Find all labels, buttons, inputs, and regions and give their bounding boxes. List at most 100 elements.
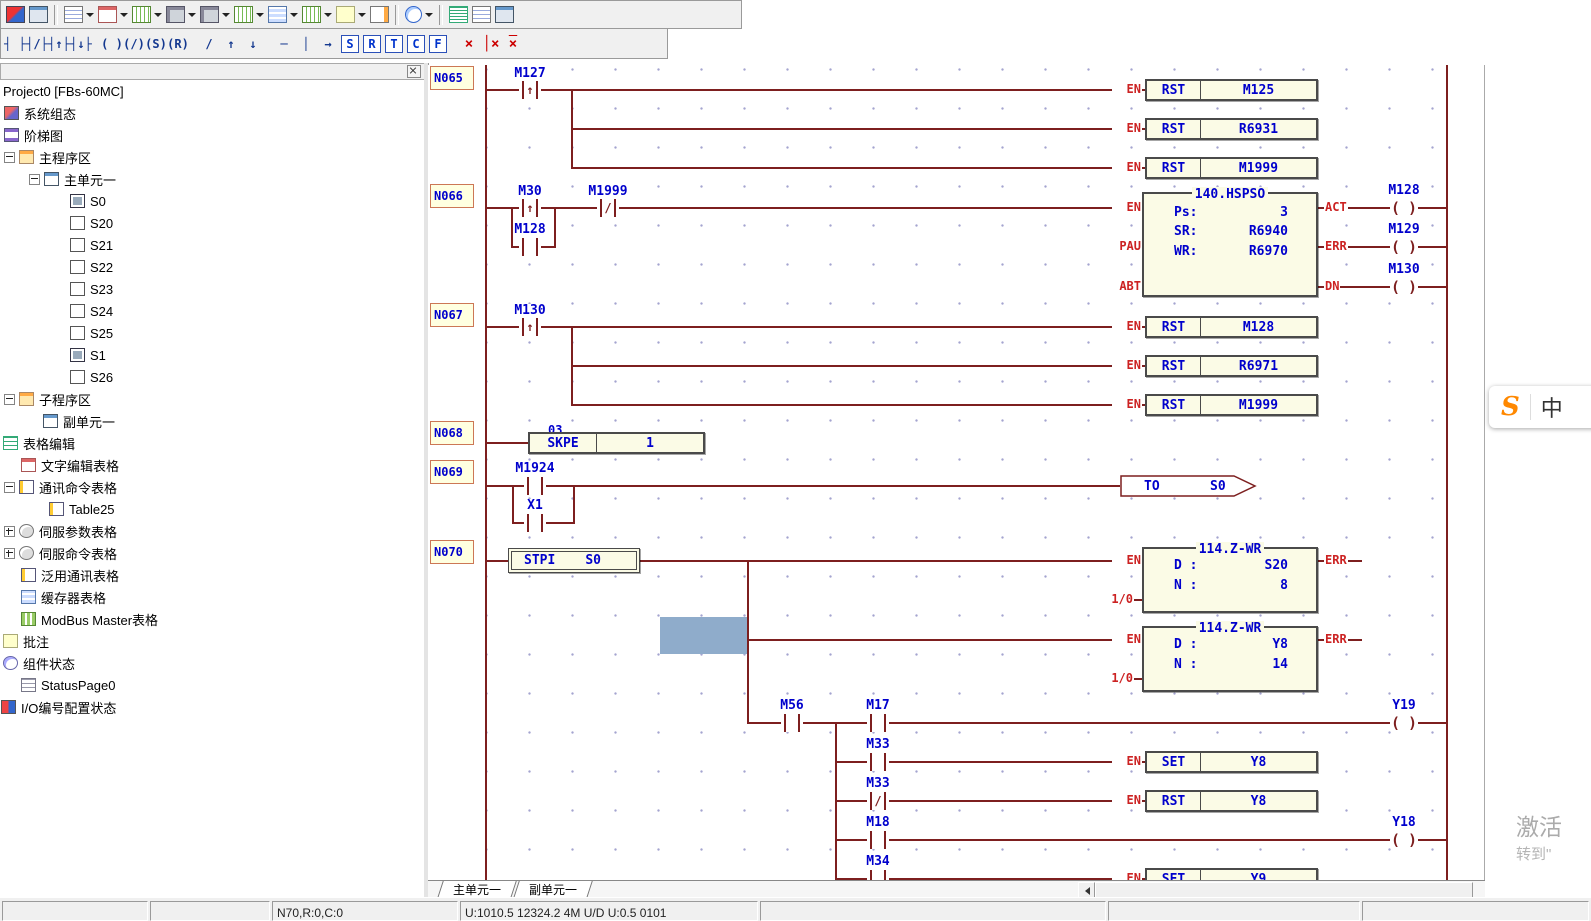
tool-delete-element[interactable]: × — [458, 32, 480, 55]
function-block-rst-m125[interactable]: RSTM125 — [1145, 79, 1318, 101]
dropdown-arrow-icon[interactable] — [425, 13, 433, 21]
tool-contact-rising[interactable]: ┤↑├ — [48, 32, 70, 55]
dropdown-arrow-icon[interactable] — [256, 13, 264, 21]
tree-item-modbus-master-table[interactable]: ModBus Master表格 — [0, 608, 424, 630]
function-block-rst-y8[interactable]: RSTY8 — [1145, 790, 1318, 812]
tree-item-s26[interactable]: S26 — [0, 366, 424, 388]
component-search-button[interactable] — [403, 4, 435, 26]
tree-item-table25[interactable]: Table25 — [0, 498, 424, 520]
tool-line-falling[interactable]: ↓ — [242, 32, 264, 55]
function-block-set-y9-partial[interactable]: SETY9 — [1145, 868, 1318, 880]
tool-vertical-line[interactable]: │ — [295, 32, 317, 55]
text-edit-table-button[interactable] — [96, 4, 130, 26]
collapse-icon[interactable] — [4, 482, 15, 493]
function-block-skpe[interactable]: SKPE 1 — [528, 432, 705, 454]
tree-item-comm-command-table[interactable]: 通讯命令表格 — [0, 476, 424, 498]
tree-item-ladder-diagram[interactable]: 阶梯图 — [0, 124, 424, 146]
collapse-icon[interactable] — [4, 152, 15, 163]
contact-x1[interactable] — [524, 514, 546, 532]
tool-line-invert[interactable]: / — [198, 32, 220, 55]
tree-item-component-status[interactable]: 组件状态 — [0, 652, 424, 674]
tree-item-sub-unit-1[interactable]: 副单元一 — [0, 410, 424, 432]
tree-item-sub-program-area[interactable]: 子程序区 — [0, 388, 424, 410]
ime-mode-chinese[interactable]: 中 — [1541, 391, 1563, 423]
tree-item-s0[interactable]: S0 — [0, 190, 424, 212]
contact-m128[interactable] — [519, 238, 541, 256]
function-block-hspso[interactable]: 140.HSPSO Ps:3 SR:R6940 WR:R6970 — [1142, 192, 1318, 297]
tool-contact-open[interactable]: ┤ ├ — [4, 32, 26, 55]
function-block-rst-r6971[interactable]: RSTR6971 — [1145, 355, 1318, 377]
dropdown-arrow-icon[interactable] — [222, 13, 230, 21]
network-n068[interactable]: N068 — [430, 421, 474, 445]
tree-item-general-comm-table[interactable]: 泛用通讯表格 — [0, 564, 424, 586]
screen-button[interactable] — [368, 4, 391, 26]
general-comm-table-button[interactable] — [232, 4, 266, 26]
dropdown-arrow-icon[interactable] — [358, 13, 366, 21]
tool-coil-reset[interactable]: (R) — [167, 32, 189, 55]
tree-item-main-unit-1[interactable]: 主单元一 — [0, 168, 424, 190]
tree-item-s21[interactable]: S21 — [0, 234, 424, 256]
tab-main-unit-1[interactable]: 主单元一 — [437, 881, 517, 898]
ladder-editor[interactable]: N065 N066 N067 N068 N069 N070 — [428, 65, 1485, 880]
tool-delete-horizontal-line[interactable]: × — [502, 32, 524, 55]
ime-indicator[interactable]: S 中 — [1489, 386, 1591, 428]
network-n066[interactable]: N066 — [430, 184, 474, 208]
tree-item-register-table[interactable]: 缓存器表格 — [0, 586, 424, 608]
function-block-rst-m1999[interactable]: RSTM1999 — [1145, 157, 1318, 179]
table-edit-button[interactable] — [447, 4, 470, 26]
function-block-zwr-2[interactable]: 114.Z-WR D :Y8 N :14 — [1142, 626, 1318, 692]
tree-item-s22[interactable]: S22 — [0, 256, 424, 278]
tree-item-s24[interactable]: S24 — [0, 300, 424, 322]
tree-item-project0[interactable]: Project0 [FBs-60MC] — [0, 80, 424, 102]
tree-item-s1[interactable]: S1 — [0, 344, 424, 366]
contact-m33-nc[interactable]: / — [867, 792, 889, 810]
expand-icon[interactable] — [4, 548, 15, 559]
project-convert-icon[interactable] — [4, 4, 27, 26]
tool-step-element[interactable]: S — [341, 35, 359, 53]
tree-item-io-config-status[interactable]: I/O编号配置状态 — [0, 696, 424, 718]
tool-arrow-right[interactable]: → — [317, 32, 339, 55]
dropdown-arrow-icon[interactable] — [290, 13, 298, 21]
tool-delete-vertical-line[interactable]: │× — [480, 32, 502, 55]
contact-m56[interactable] — [781, 714, 803, 732]
contact-m127[interactable]: ↑ — [519, 81, 541, 99]
coil-m130[interactable] — [1391, 278, 1417, 296]
collapse-icon[interactable] — [29, 174, 40, 185]
contact-m17[interactable] — [867, 714, 889, 732]
status-page-button[interactable] — [62, 4, 96, 26]
dropdown-arrow-icon[interactable] — [86, 13, 94, 21]
dropdown-arrow-icon[interactable] — [324, 13, 332, 21]
function-block-rst-m1999-2[interactable]: RSTM1999 — [1145, 394, 1318, 416]
function-block-rst-r6931[interactable]: RSTR6931 — [1145, 118, 1318, 140]
contact-m30[interactable]: ↑ — [519, 199, 541, 217]
tool-contact-closed[interactable]: ┤/├ — [26, 32, 48, 55]
servo-command-table-button[interactable] — [198, 4, 232, 26]
contact-m1924[interactable] — [524, 477, 546, 495]
tree-item-s23[interactable]: S23 — [0, 278, 424, 300]
function-block-rst-m128[interactable]: RSTM128 — [1145, 316, 1318, 338]
insert-network-button[interactable] — [493, 4, 516, 26]
tree-item-servo-param-table[interactable]: 伺服参数表格 — [0, 520, 424, 542]
panel-close-button[interactable] — [407, 65, 421, 78]
tool-coil-inverted[interactable]: (/) — [123, 32, 145, 55]
function-block-zwr-1[interactable]: 114.Z-WR D :S20 N :8 — [1142, 547, 1318, 613]
servo-param-table-button[interactable] — [164, 4, 198, 26]
contact-m34[interactable] — [867, 870, 889, 880]
tool-function-element[interactable]: F — [429, 35, 447, 53]
network-n070[interactable]: N070 — [430, 540, 474, 564]
monitor-window-icon[interactable] — [27, 4, 50, 26]
contact-m33[interactable] — [867, 753, 889, 771]
coil-y19[interactable] — [1391, 714, 1417, 732]
tool-contact-falling[interactable]: ┤↓├ — [70, 32, 92, 55]
coil-m129[interactable] — [1391, 238, 1417, 256]
goto-network-button[interactable] — [470, 4, 493, 26]
tool-relay-element[interactable]: R — [363, 35, 381, 53]
tree-item-servo-command-table[interactable]: 伺服命令表格 — [0, 542, 424, 564]
network-n065[interactable]: N065 — [430, 66, 474, 90]
register-table-button[interactable] — [266, 4, 300, 26]
network-n069[interactable]: N069 — [430, 460, 474, 484]
tool-coil-set[interactable]: (S) — [145, 32, 167, 55]
comm-command-table-button[interactable] — [130, 4, 164, 26]
network-n067[interactable]: N067 — [430, 303, 474, 327]
tree-item-s20[interactable]: S20 — [0, 212, 424, 234]
